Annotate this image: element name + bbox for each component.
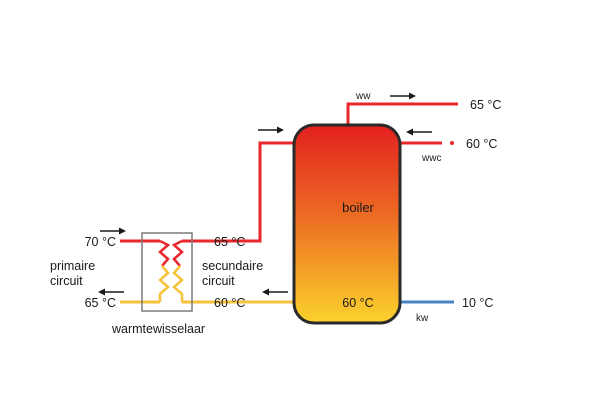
wwc-label: wwc	[421, 153, 441, 164]
primary-label-line2: circuit	[50, 274, 83, 288]
heat-exchanger-frame	[141, 232, 193, 312]
secondary-return-temp: 60 °C	[214, 296, 245, 310]
primary-out-temp: 65 °C	[85, 296, 116, 310]
secondary-out-temp: 65 °C	[214, 235, 245, 249]
primary-label-line1: primaire	[50, 259, 95, 273]
kw-temp: 10 °C	[462, 296, 493, 310]
ww-temp: 65 °C	[470, 98, 501, 112]
kw-label: kw	[416, 313, 429, 324]
heat-exchanger-label: warmtewisselaar	[111, 322, 205, 336]
boiler-label: boiler	[342, 200, 374, 215]
primary-in-temp: 70 °C	[85, 235, 116, 249]
wwc-pipe-end-dot	[450, 141, 454, 145]
coil-icon	[158, 239, 184, 302]
secondary-label-line1: secundaire	[202, 259, 263, 273]
ww-pipe	[346, 102, 458, 128]
boiler-tank	[292, 123, 402, 325]
ww-label: ww	[355, 91, 371, 102]
boiler-bottom-temp: 60 °C	[342, 296, 373, 310]
secondary-supply-pipe	[182, 141, 296, 243]
secondary-label-line2: circuit	[202, 274, 235, 288]
wwc-temp: 60 °C	[466, 137, 497, 151]
